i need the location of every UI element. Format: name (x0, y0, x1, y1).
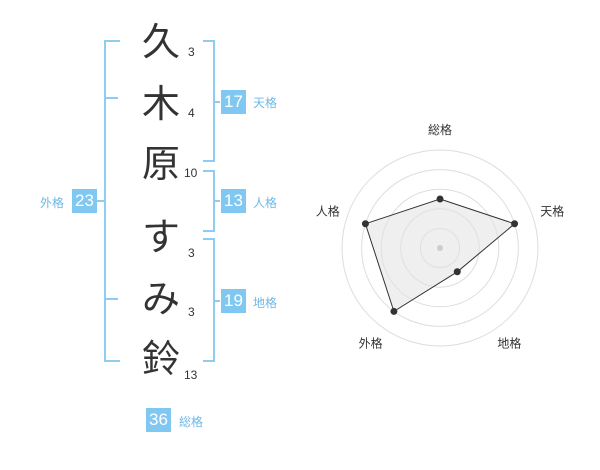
stroke-count-5: 3 (188, 305, 195, 319)
radar-axis-label-4: 外格 (359, 335, 383, 350)
name-char-1: 久 (141, 20, 180, 64)
name-char-3: 原 (141, 142, 180, 186)
radar-point-4 (390, 307, 398, 315)
radar-point-2 (511, 220, 519, 228)
chikaku-value-badge: 19 (221, 289, 246, 313)
gaikaku-bracket-tick (104, 97, 118, 99)
radar-point-3 (453, 268, 461, 276)
chikaku-label: 地格 (253, 296, 278, 310)
jinkaku-value-badge: 13 (221, 189, 246, 213)
tenkaku-bracket-connector (213, 101, 220, 103)
tenkaku-label: 天格 (253, 96, 278, 110)
chikaku-bracket-connector (213, 300, 220, 302)
radar-axis-label-2: 天格 (540, 204, 564, 219)
radar-center-dot (437, 245, 443, 251)
name-char-5: み (141, 277, 180, 321)
jinkaku-label: 人格 (253, 196, 278, 210)
radar-axis-label-3: 地格 (497, 335, 521, 350)
name-char-2: 木 (141, 82, 180, 126)
gaikaku-bracket (104, 40, 120, 362)
name-char-4: す (141, 215, 180, 259)
soukaku-value-badge: 36 (146, 408, 171, 432)
gaikaku-bracket-tick (104, 298, 118, 300)
gaikaku-label: 外格 (40, 196, 65, 210)
tenkaku-value-badge: 17 (221, 90, 246, 114)
stroke-count-1: 3 (188, 45, 195, 59)
radar-axis-label-1: 総格 (428, 122, 452, 137)
stroke-count-6: 13 (184, 368, 198, 382)
name-char-6: 鈴 (141, 337, 180, 381)
jinkaku-bracket-connector (213, 200, 220, 202)
stroke-count-4: 3 (188, 246, 195, 260)
radar-value-polygon (364, 198, 516, 313)
gaikaku-value-badge: 23 (72, 189, 97, 213)
radar-ring (361, 169, 519, 327)
radar-point-5 (361, 220, 369, 228)
stroke-count-3: 10 (184, 166, 198, 180)
stroke-count-2: 4 (188, 106, 195, 120)
radar-axis-label-5: 人格 (316, 204, 340, 219)
soukaku-label: 総格 (179, 415, 204, 429)
gaikaku-bracket-connector (97, 200, 105, 202)
radar-point-1 (436, 195, 444, 203)
